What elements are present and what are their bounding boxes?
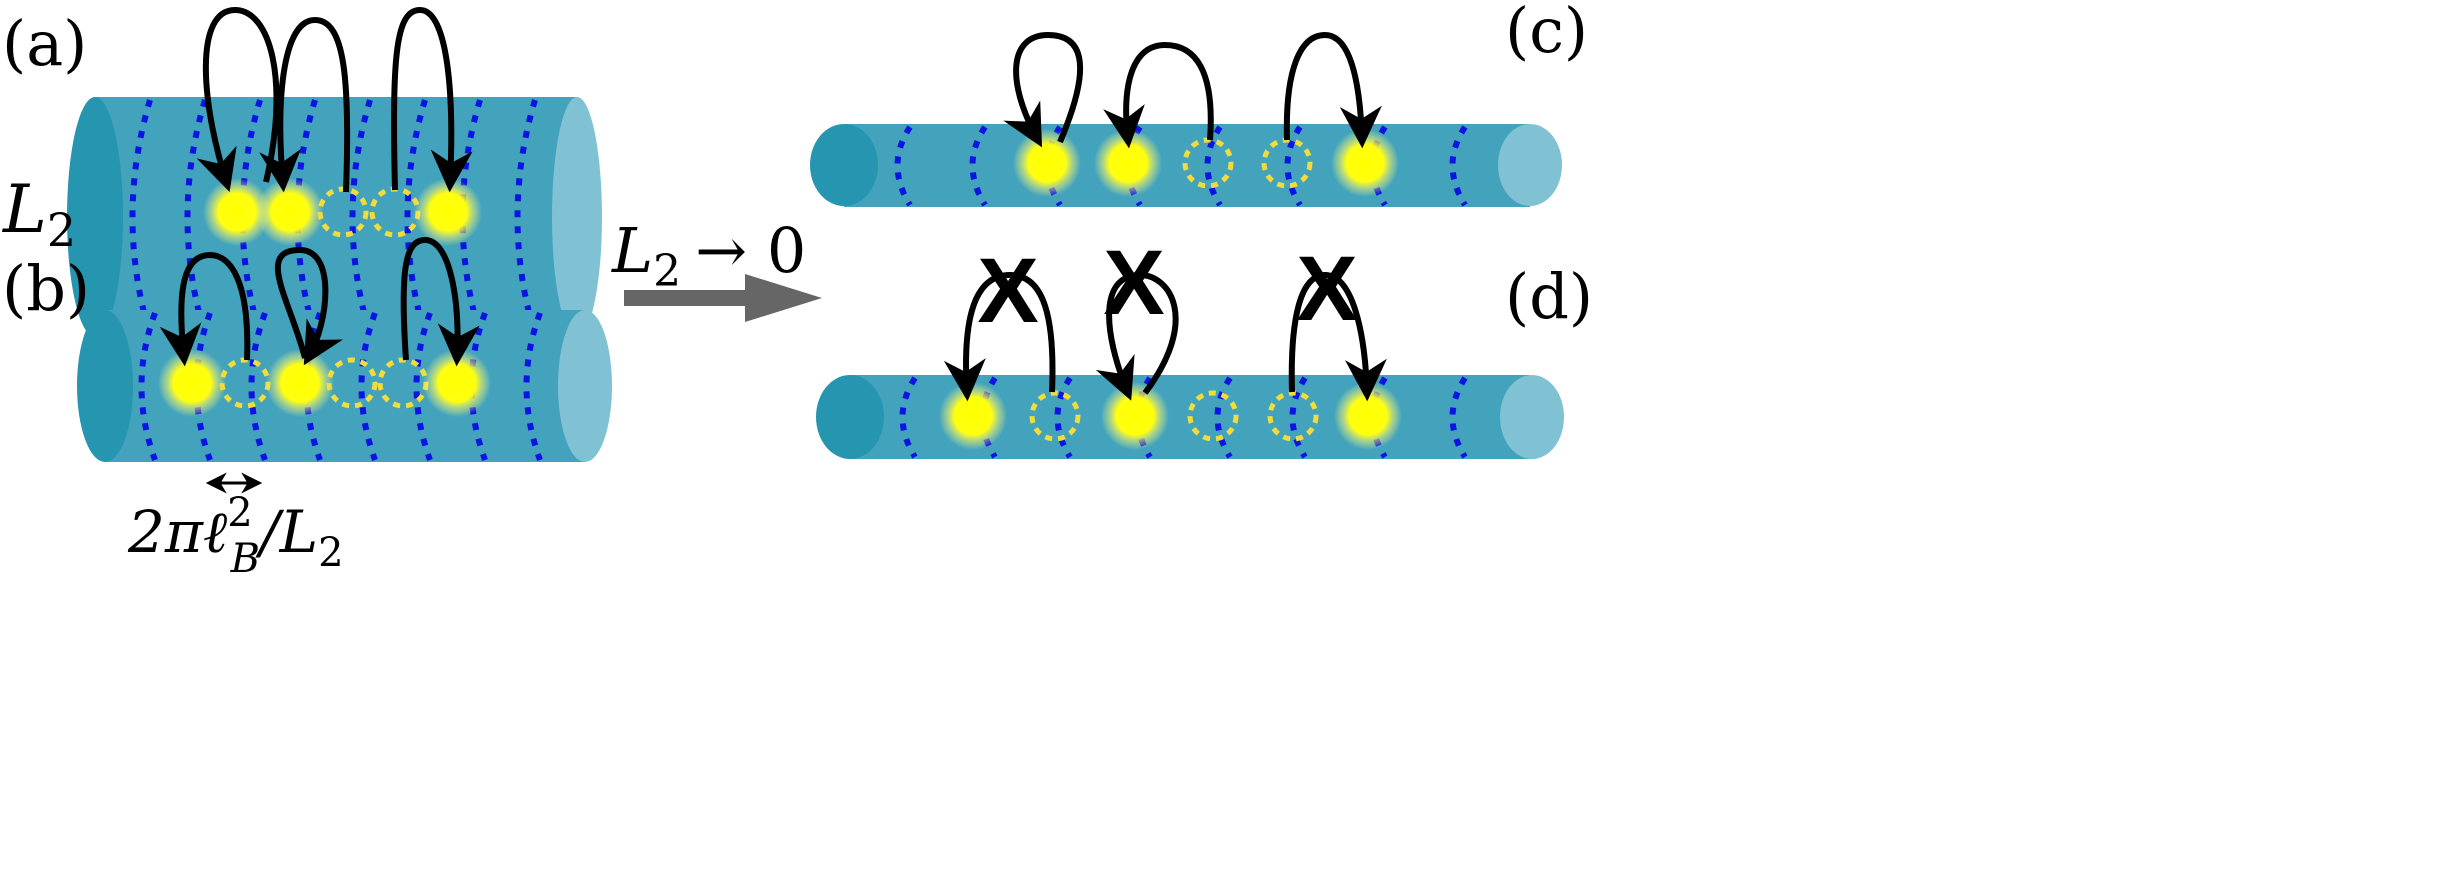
orbital-line <box>349 99 373 336</box>
hop-arrow <box>1003 31 1084 148</box>
orbital-line <box>129 99 153 336</box>
particle <box>256 178 324 246</box>
cylinder-right-cap <box>552 97 602 337</box>
hop-arrow <box>1288 271 1387 402</box>
spacing-prefix: 2πℓ <box>127 498 227 566</box>
hop-arrow <box>274 246 343 366</box>
hop-arrows <box>1003 31 1382 149</box>
hop-arrows <box>196 6 473 193</box>
orbital-line <box>248 311 268 462</box>
spacing-superscript: 2 <box>227 490 252 536</box>
panel-label: (d) <box>1505 260 1593 333</box>
orbital-line <box>193 311 213 462</box>
limit-target: → 0 <box>695 214 806 287</box>
panel-label: (c) <box>1505 0 1588 67</box>
particle <box>414 178 482 246</box>
panel-label: (a) <box>2 7 87 80</box>
hop-arrows <box>159 236 480 367</box>
hole <box>326 357 378 409</box>
limit-symbol: L <box>611 214 653 287</box>
cylinder-body <box>95 97 577 337</box>
hole <box>1267 390 1319 442</box>
orbital-line <box>413 311 433 462</box>
panel-d: X X X (d) <box>816 232 1593 459</box>
hole <box>1029 390 1081 442</box>
spacing-subscript: B <box>230 536 260 582</box>
circumference-label: L2 <box>2 171 76 257</box>
hop-arrow <box>391 6 473 193</box>
forbidden-mark: X <box>977 240 1038 342</box>
particle <box>266 349 334 417</box>
spacing-suffix-subscript: 2 <box>318 530 343 576</box>
orbital-line <box>184 99 208 336</box>
cylinder-right-cap <box>1500 375 1564 459</box>
hole <box>317 186 369 238</box>
cylinder-left-cap <box>816 375 884 459</box>
forbidden-mark: X <box>1296 238 1357 340</box>
spacing-suffix: /L <box>255 498 318 566</box>
orbital-line <box>358 311 378 462</box>
particle <box>939 382 1007 450</box>
limit-label: L2 → 0 <box>611 214 806 297</box>
circumference-symbol: L <box>2 171 47 248</box>
hole <box>1187 390 1239 442</box>
hole <box>1182 137 1234 189</box>
particle <box>1101 382 1169 450</box>
hop-arrow <box>259 16 351 193</box>
orbital-line <box>138 311 158 462</box>
hop-arrow <box>943 271 1056 402</box>
cylinder-left-cap <box>810 124 878 206</box>
panel-label: (b) <box>2 252 90 325</box>
particle <box>423 349 491 417</box>
forbidden-mark: X <box>1103 232 1164 334</box>
cylinder-right-cap <box>558 310 612 462</box>
panel-a: (a) L2 <box>2 6 602 337</box>
panel-c: (c) <box>810 0 1588 207</box>
circumference-subscript: 2 <box>47 203 76 257</box>
hop-arrow <box>1095 271 1179 401</box>
particle <box>203 178 271 246</box>
orbital-line <box>404 99 428 336</box>
hop-arrow <box>1283 31 1382 149</box>
hop-arrow <box>1103 41 1214 149</box>
limit-arrow-shape <box>624 274 822 322</box>
particle <box>158 349 226 417</box>
hop-arrows <box>943 271 1387 402</box>
cylinder-right-cap <box>1498 124 1562 206</box>
hop-arrow <box>196 6 280 192</box>
particle <box>1331 129 1399 197</box>
hop-arrow <box>400 236 480 367</box>
orbital-line <box>514 99 538 336</box>
particle <box>1013 129 1081 197</box>
limit-arrow: L2 → 0 <box>611 214 822 322</box>
hop-arrow <box>159 251 251 367</box>
cylinder-left-cap <box>67 97 123 337</box>
limit-subscript: 2 <box>653 246 681 297</box>
cylinder-left-cap <box>77 310 133 462</box>
orbital-line <box>523 311 543 462</box>
